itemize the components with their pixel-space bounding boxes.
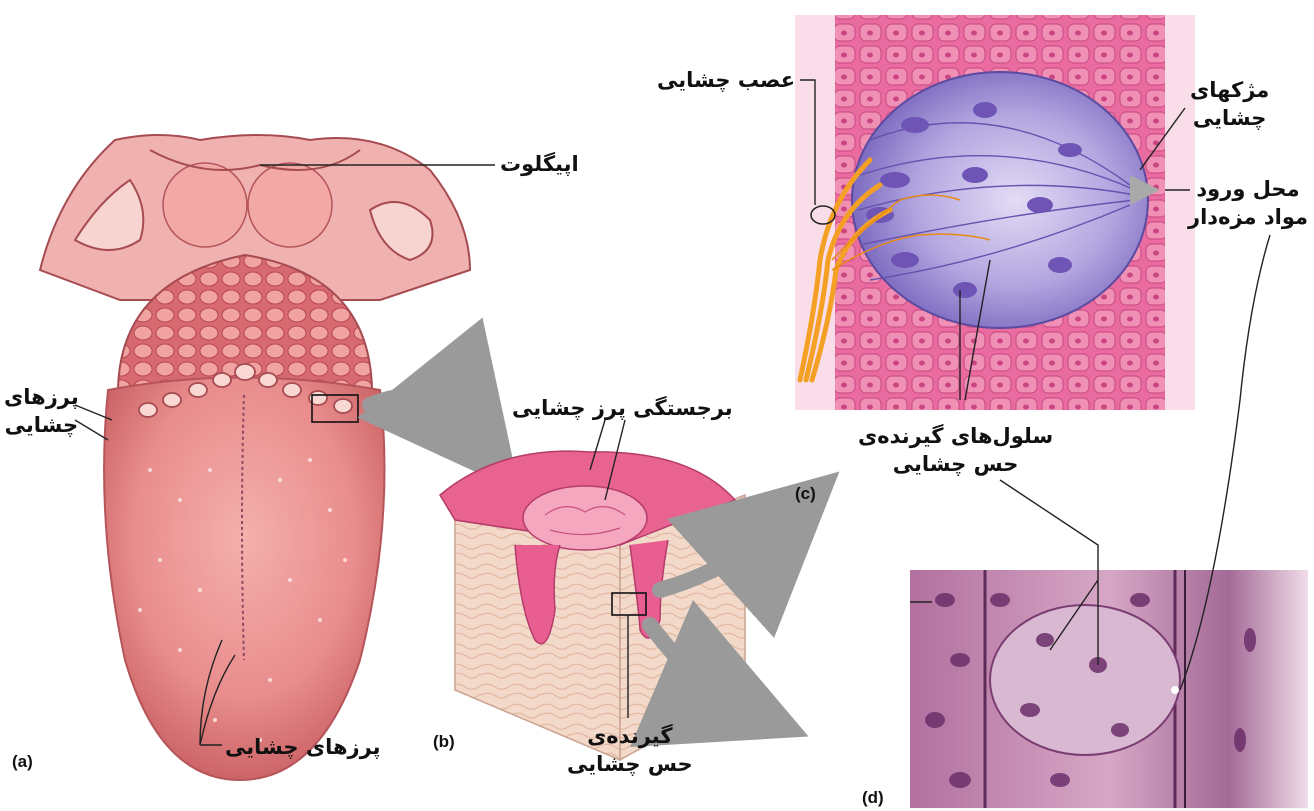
papilla-block — [440, 451, 745, 760]
tongue-body — [104, 378, 384, 781]
taste-pores-side-line1: پرزهای — [4, 383, 79, 411]
panel-tag-b: (b) — [433, 732, 455, 752]
papilla-ridge-label: برجستگی پرز چشایی — [512, 394, 733, 422]
receptor-cells-line1: سلول‌های گیرنده‌ی — [858, 422, 1053, 450]
taste-hairs-label: مژکهای چشایی — [1190, 76, 1269, 133]
taste-pores-bottom-label: پرزهای چشایی — [225, 733, 381, 761]
taste-bud-illustration — [795, 15, 1195, 410]
arrow-a-to-b — [370, 397, 470, 430]
taste-hairs-line1: مژکهای — [1190, 76, 1269, 104]
histology-micrograph — [910, 570, 1308, 808]
taste-pores-side-label: پرزهای چشایی — [4, 383, 79, 440]
receptor-line1: گیرنده‌ی — [567, 722, 693, 750]
receptor-label: گیرنده‌ی حس چشایی — [567, 722, 693, 779]
receptor-line2: حس چشایی — [567, 750, 693, 778]
entry-site-line1: محل ورود — [1188, 175, 1308, 203]
panel-tag-a: (a) — [12, 752, 33, 772]
epiglottis-label: اپیگلوت — [500, 150, 579, 178]
panel-tag-d: (d) — [862, 788, 884, 808]
panel-tag-c: (c) — [795, 484, 816, 504]
taste-nerve-label: عصب چشایی — [657, 66, 795, 94]
tongue-illustration — [40, 135, 470, 780]
histology-bud — [990, 605, 1180, 755]
papilla-mound — [523, 486, 647, 550]
taste-hairs-line2: چشایی — [1190, 104, 1269, 132]
receptor-cells-line2: حس چشایی — [858, 450, 1053, 478]
receptor-cells-label: سلول‌های گیرنده‌ی حس چشایی — [858, 422, 1053, 479]
entry-site-line2: مواد مزه‌دار — [1188, 203, 1308, 231]
taste-pores-side-line2: چشایی — [4, 411, 79, 439]
entry-site-label: محل ورود مواد مزه‌دار — [1188, 175, 1308, 232]
epiglottis-shape — [163, 163, 247, 247]
